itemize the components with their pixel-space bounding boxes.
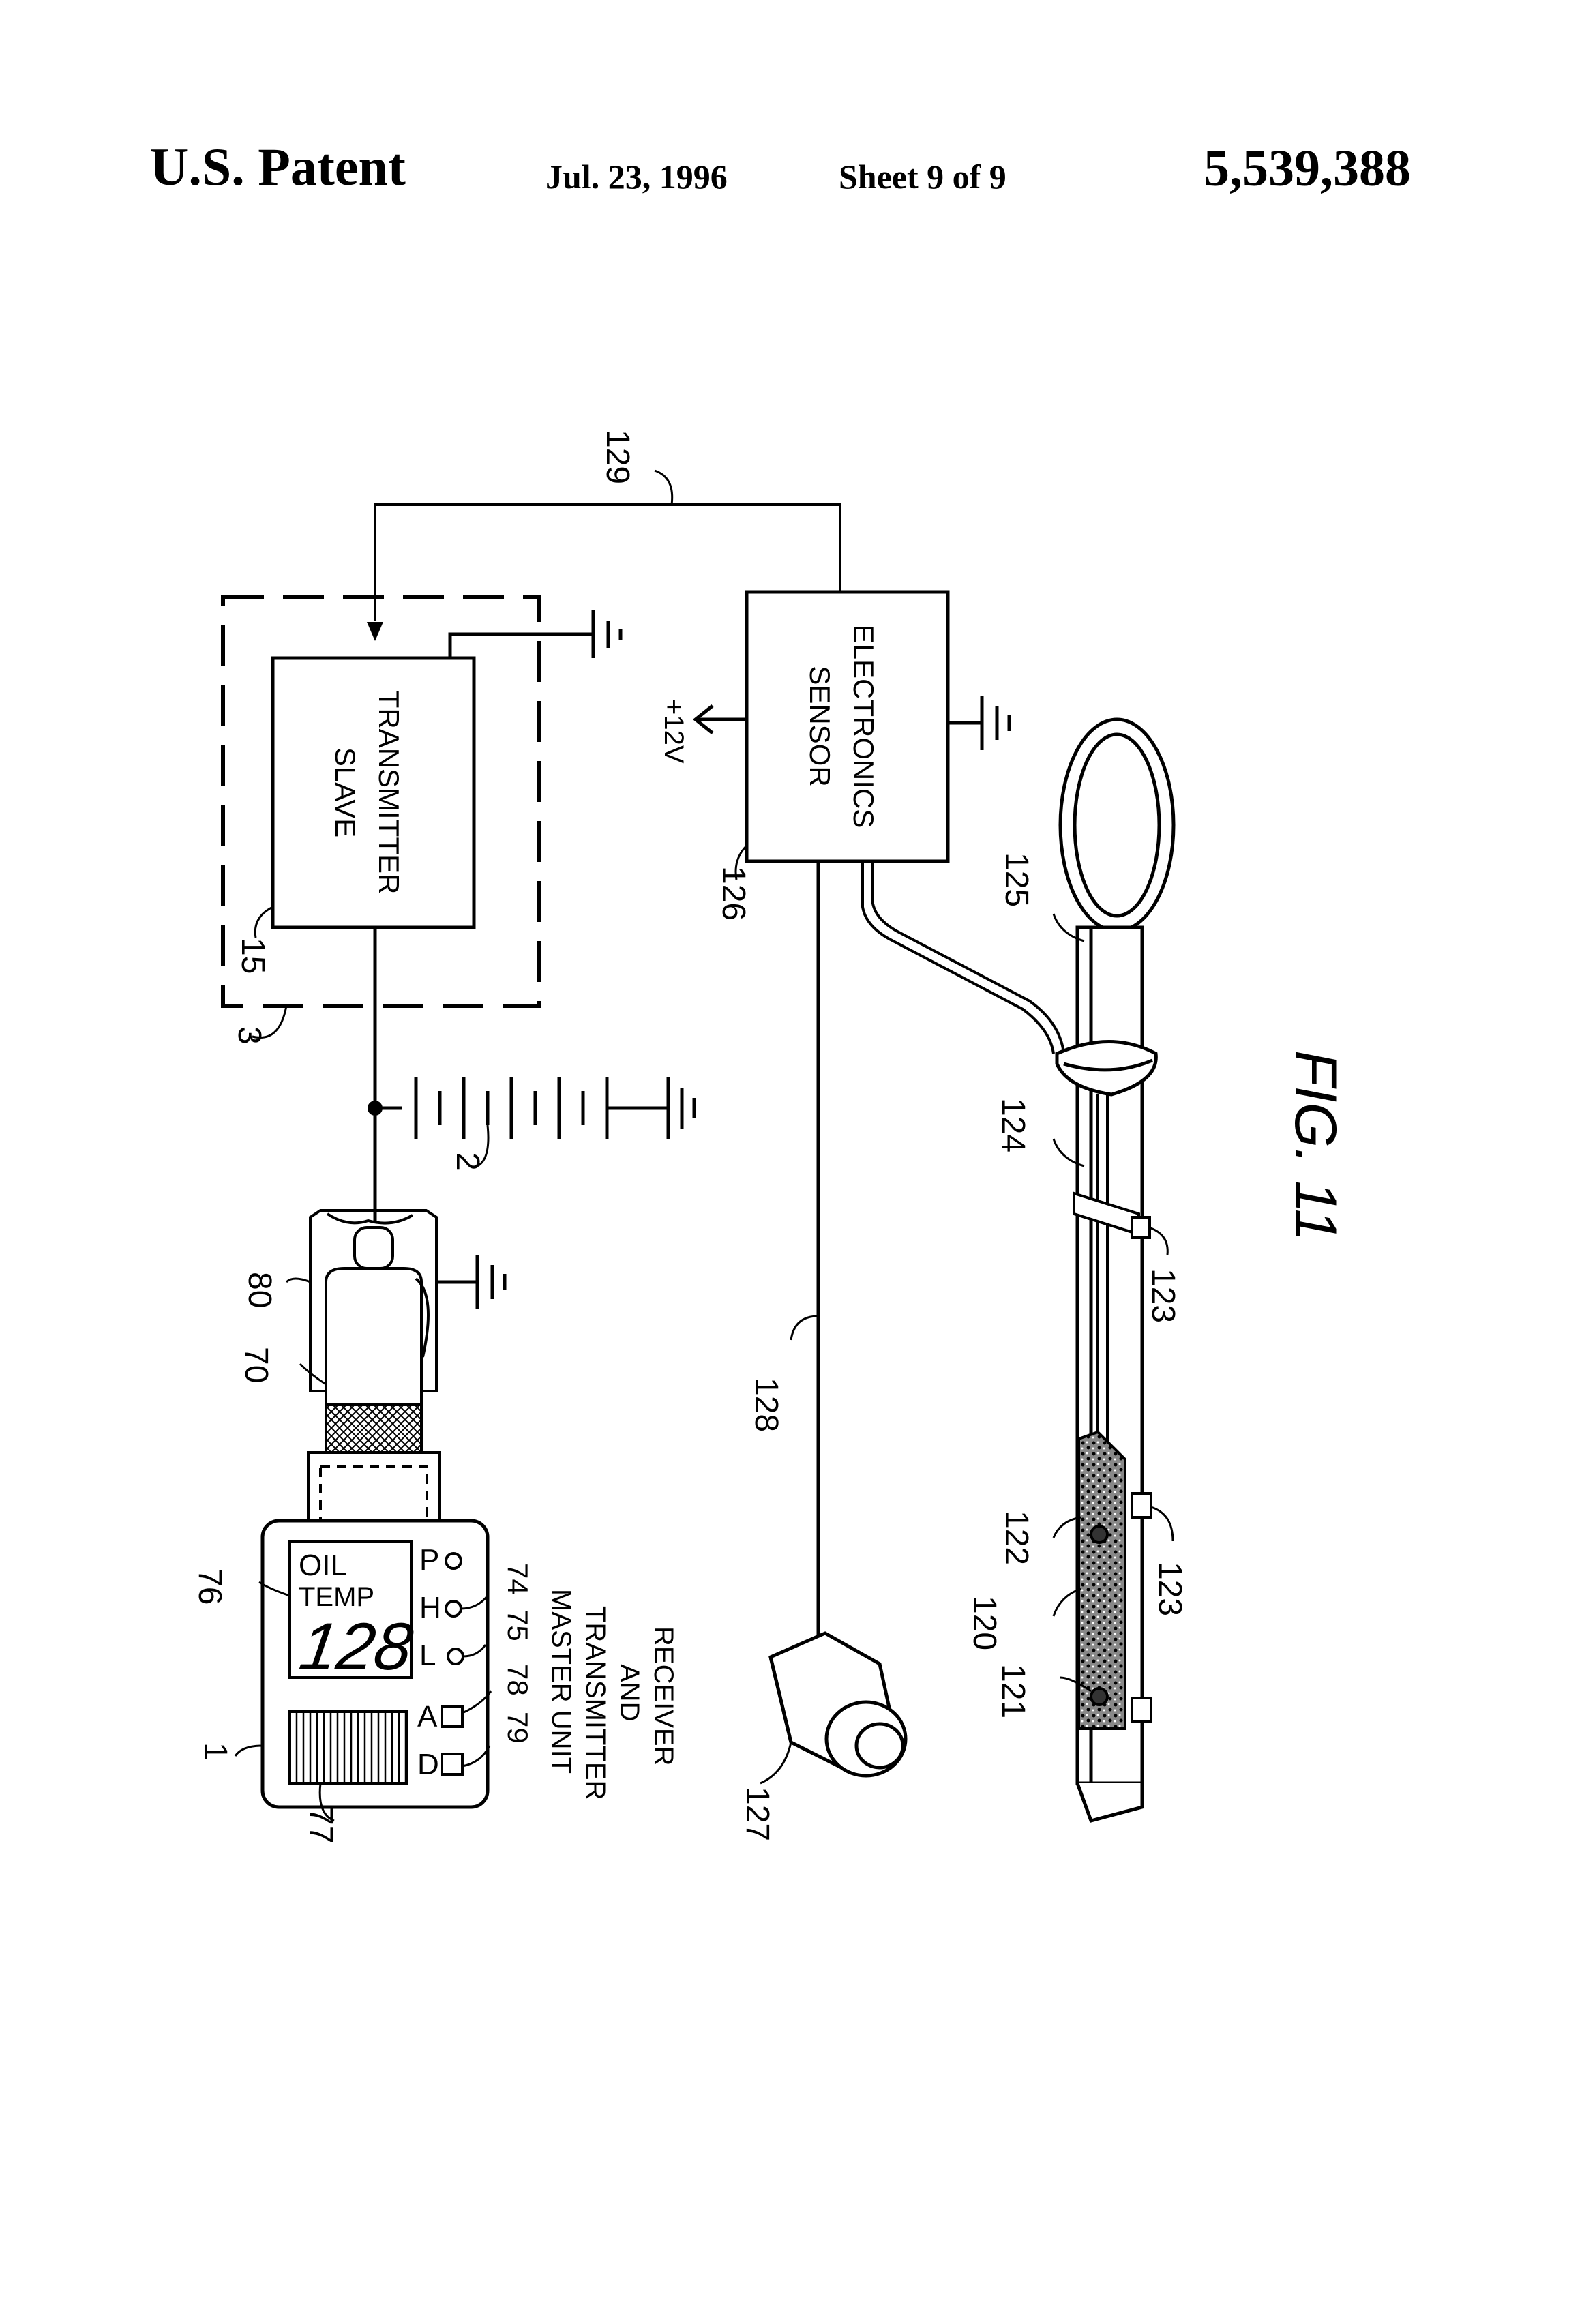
leader-123b: [1150, 1506, 1174, 1542]
indicator-l-label: L: [419, 1639, 436, 1672]
leader-124: [1052, 1138, 1085, 1167]
ref-80: 80: [241, 1272, 278, 1308]
patent-number: 5,539,388: [1204, 140, 1411, 197]
ref-75: 75: [502, 1609, 534, 1641]
sheet-number: Sheet 9 of 9: [839, 158, 1006, 196]
button-a-label: A: [417, 1700, 438, 1733]
leader-128: [790, 1315, 819, 1341]
master-caption-line1: MASTER UNIT: [546, 1589, 576, 1774]
indicator-p-led: [445, 1552, 462, 1570]
clip-123-lower: [1131, 1697, 1152, 1723]
temperature-sender-127: [768, 1631, 908, 1778]
page-header: U.S. Patent Jul. 23, 1996 Sheet 9 of 9 5…: [0, 136, 1582, 218]
leader-70: [299, 1362, 327, 1386]
wire-124-inner: [871, 861, 1065, 1054]
slave-transmitter-line1: SLAVE: [329, 747, 361, 837]
leader-74: [460, 1595, 489, 1610]
master-caption-line3: AND: [614, 1664, 644, 1721]
clip-123-upper: [1073, 1191, 1151, 1239]
wire-collar: [1055, 1040, 1158, 1097]
clip-123-mid: [1131, 1492, 1152, 1519]
display-label-oil: OIL: [299, 1549, 347, 1582]
slave-transmitter-line2: TRANSMITTER: [373, 691, 405, 895]
button-d-label: D: [417, 1748, 439, 1781]
leader-77: [318, 1783, 335, 1822]
leader-121: [1060, 1676, 1092, 1693]
ref-128: 128: [748, 1377, 784, 1432]
supply-label: +12V: [659, 699, 689, 764]
leader-1: [234, 1744, 263, 1757]
sensor-ground-symbol: [948, 696, 1011, 750]
sensor-electronics-line2: ELECTRONICS: [848, 625, 880, 829]
leader-122: [1052, 1516, 1081, 1538]
supply-arrow: [692, 704, 747, 734]
display-screen: [288, 1540, 413, 1679]
sensor-element-120: [1077, 1430, 1126, 1730]
ref-79: 79: [502, 1712, 534, 1744]
leader-129: [654, 469, 674, 505]
ref-3: 3: [231, 1026, 267, 1045]
slave-transmitter-block: [271, 656, 476, 929]
ref-2: 2: [449, 1152, 486, 1171]
leader-79: [462, 1745, 491, 1768]
button-a: [441, 1705, 464, 1728]
lighter-socket-80: [309, 1209, 438, 1392]
patent-date: Jul. 23, 1996: [546, 158, 728, 196]
display-label-temp: TEMP: [299, 1582, 374, 1612]
ref-127: 127: [739, 1787, 775, 1841]
leader-120: [1052, 1588, 1081, 1617]
enclosure-3: [221, 595, 541, 1008]
leader-80: [285, 1277, 311, 1283]
figure-title: FIG. 11: [1283, 1050, 1348, 1241]
wire-124-outer: [861, 861, 1055, 1054]
battery-2-symbol: [375, 1077, 696, 1139]
wire-129: [367, 503, 841, 641]
ref-123-lower: 123: [1152, 1562, 1188, 1616]
ref-123-upper: 123: [1145, 1268, 1181, 1323]
leader-78: [462, 1690, 492, 1714]
ref-120: 120: [966, 1596, 1002, 1650]
ref-1: 1: [197, 1742, 233, 1761]
leader-123a: [1148, 1226, 1169, 1255]
master-caption-line2: TRANSMITTER: [580, 1606, 610, 1800]
ref-121: 121: [995, 1664, 1031, 1718]
button-d: [441, 1753, 464, 1776]
sensor-electronics-line1: SENSOR: [804, 666, 836, 786]
display-reading: 128: [295, 1609, 417, 1683]
leader-2: [477, 1124, 490, 1167]
ref-78: 78: [502, 1664, 534, 1696]
leader-126: [734, 844, 748, 880]
slave-ground-symbol: [448, 610, 623, 658]
leader-75: [462, 1644, 487, 1658]
ref-126: 126: [715, 866, 751, 921]
sensor-electronics-block: [745, 590, 950, 863]
leader-15: [254, 906, 273, 938]
leader-76: [258, 1581, 290, 1597]
ref-122: 122: [998, 1510, 1034, 1565]
ref-77: 77: [303, 1807, 339, 1843]
ref-129: 129: [599, 430, 636, 484]
master-caption-line4: RECEIVER: [648, 1626, 678, 1766]
ref-76: 76: [192, 1568, 228, 1605]
ref-70: 70: [238, 1347, 274, 1383]
ref-124: 124: [995, 1098, 1031, 1152]
socket-ground-symbol: [436, 1255, 507, 1309]
patent-label: U.S. Patent: [150, 137, 406, 196]
ref-74: 74: [502, 1563, 534, 1595]
leader-125: [1052, 913, 1085, 942]
leader-127: [760, 1742, 792, 1785]
lighter-plug-70: [307, 1226, 441, 1522]
leader-3: [252, 1005, 288, 1039]
solar-panel: [288, 1710, 408, 1785]
ref-125: 125: [998, 852, 1034, 907]
indicator-h-label: H: [419, 1591, 441, 1624]
indicator-p-label: P: [419, 1543, 439, 1577]
ref-15: 15: [235, 938, 271, 974]
